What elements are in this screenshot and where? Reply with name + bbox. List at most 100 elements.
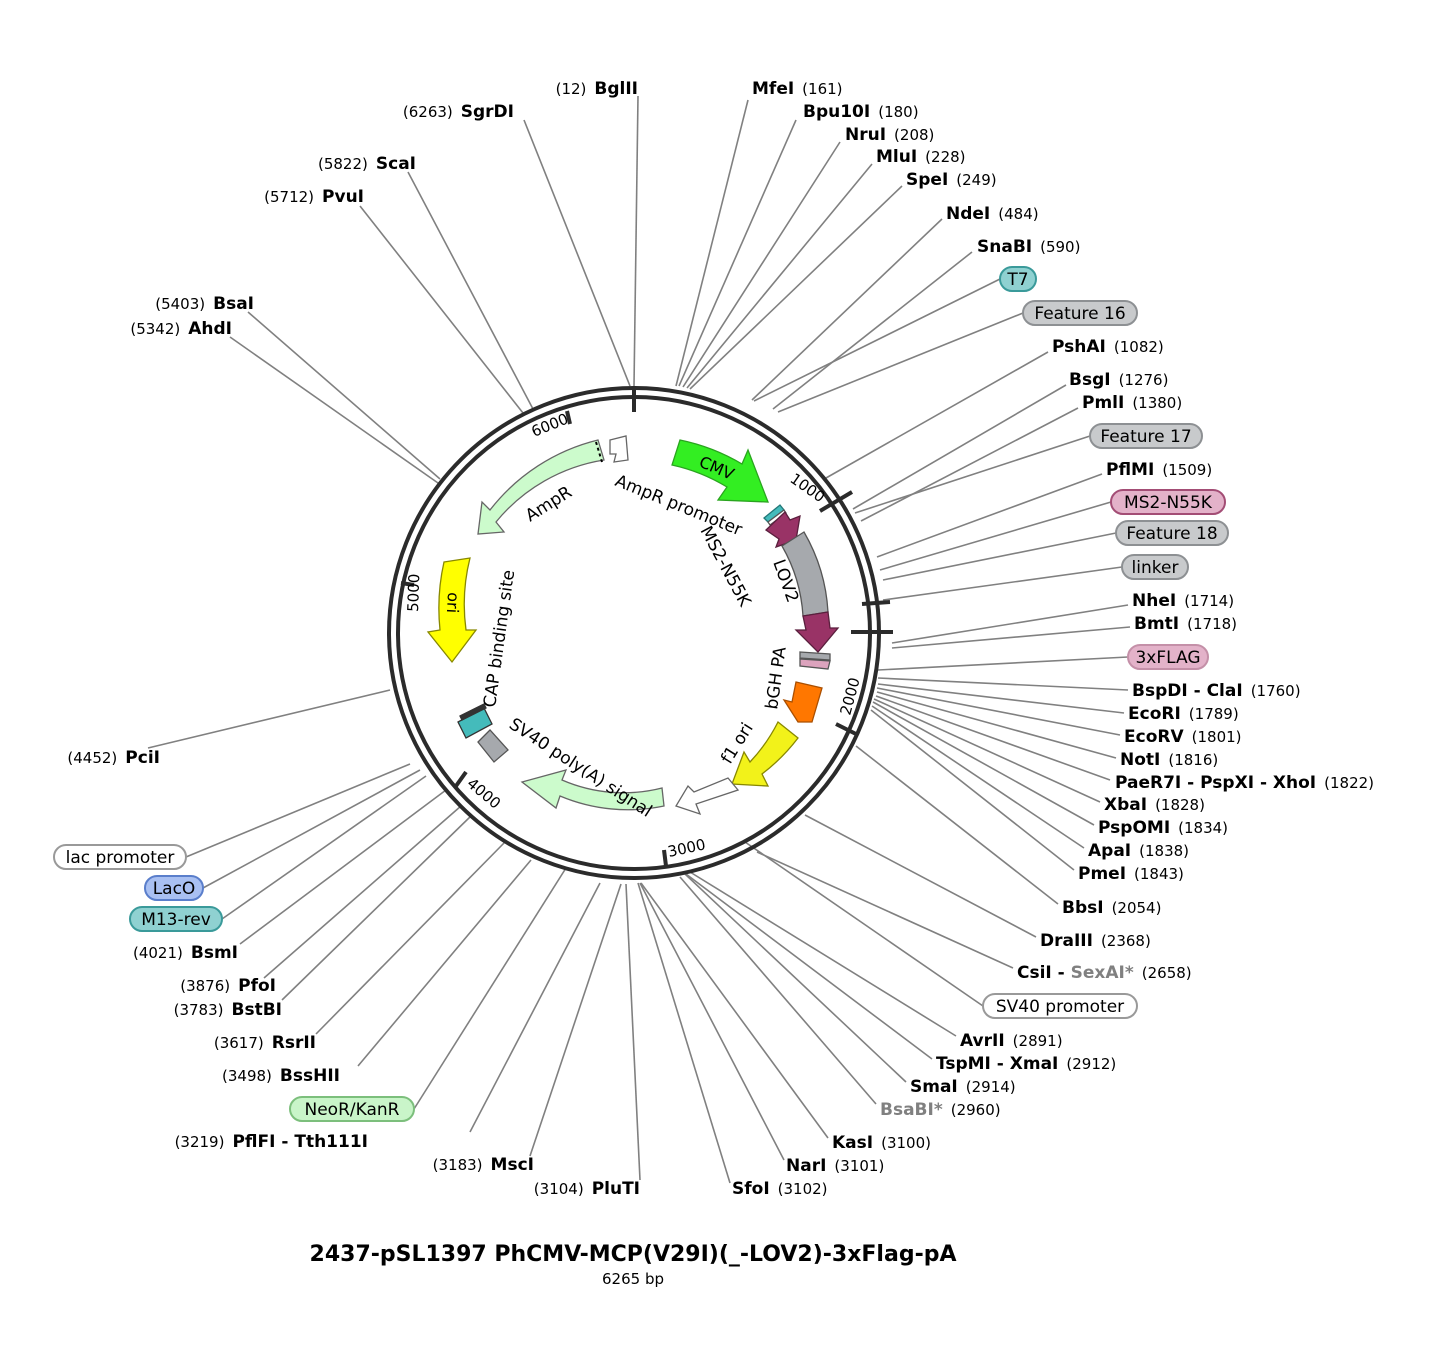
- site-label: BbsI(2054): [1062, 898, 1161, 918]
- site-label: PshAI(1082): [1052, 337, 1164, 357]
- site-label: (3104)PluTI: [534, 1179, 640, 1199]
- site-label: MluI(228): [876, 147, 966, 167]
- feature-sv40-promoter: [675, 777, 740, 816]
- site-label: AvrII(2891): [960, 1031, 1063, 1051]
- site-label: (3498)BssHII: [222, 1066, 340, 1086]
- site-leader: [640, 882, 829, 1139]
- site-label: PmeI(1843): [1078, 864, 1184, 884]
- site-label: MfeI(161): [752, 79, 843, 99]
- site-label: KasI(3100): [832, 1133, 931, 1153]
- feature-box-label: T7: [1006, 270, 1028, 290]
- site-label: XbaI(1828): [1104, 795, 1205, 815]
- site-label: SnaBI(590): [977, 237, 1080, 257]
- feature-box-label: linker: [1132, 558, 1179, 578]
- site-leader: [772, 251, 973, 410]
- site-leader: [281, 814, 473, 1001]
- site-label: DraIII(2368): [1040, 931, 1151, 951]
- site-label: BspDI - ClaI(1760): [1132, 681, 1301, 701]
- feature-f1-ori: [731, 720, 799, 787]
- tick-marks: [400, 388, 893, 867]
- site-label: SpeI(249): [906, 170, 997, 190]
- site-label: (5712)PvuI: [264, 187, 364, 207]
- site-label: (3219)PflFI - Tth111I: [175, 1132, 368, 1152]
- site-leader: [529, 883, 622, 1157]
- site-leader: [639, 882, 785, 1161]
- site-labels: MfeI(161) Bpu10I(180) NruI(208)MluI(228) Sp…: [53, 79, 1374, 1199]
- feature-box: [999, 266, 1037, 292]
- site-label: NruI(208): [845, 125, 934, 145]
- feature-box-label: MS2-N55K: [1124, 493, 1213, 513]
- site-leader: [852, 384, 1067, 510]
- site-label: PspOMI(1834): [1098, 818, 1228, 838]
- site-label: (5342)AhdI: [130, 319, 232, 339]
- site-label: NheI(1714): [1132, 591, 1234, 611]
- site-leader: [679, 876, 877, 1105]
- plasmid-title: 2437-pSL1397 PhCMV-MCP(V29I)(_-LOV2)-3xF…: [309, 1242, 957, 1267]
- site-leader: [825, 351, 1049, 479]
- site-leader: [872, 701, 1095, 826]
- site-label: Bpu10I(180): [803, 102, 919, 122]
- site-leader: [239, 789, 447, 945]
- feature-box: [144, 875, 204, 901]
- site-leader: [678, 119, 797, 387]
- leader-lines: [147, 95, 1131, 1184]
- site-leader: [523, 119, 631, 387]
- site-leader: [689, 871, 957, 1037]
- feature-box-label: SV40 promoter: [996, 997, 1124, 1017]
- tick-label-5000: 5000: [404, 573, 423, 612]
- feature-linker-box: [799, 651, 831, 661]
- site-leader: [469, 882, 601, 1133]
- feature-leader: [854, 435, 1091, 514]
- label-cap: CAP binding site: [480, 569, 519, 709]
- site-label: PflMI(1509): [1106, 460, 1212, 480]
- site-label: (3876)PfoI: [180, 976, 276, 996]
- feature-ori: [426, 557, 478, 664]
- feature-leader: [413, 867, 567, 1110]
- feature-neor: [520, 769, 665, 811]
- feature-label-ori: ori: [443, 592, 463, 614]
- site-label: (12)BglII: [556, 79, 638, 99]
- site-leader: [891, 604, 1129, 644]
- site-label: (3183)MscI: [433, 1155, 534, 1175]
- label-sv40-polya: SV40 poly(A) signal: [505, 714, 655, 821]
- feature-box: [1115, 520, 1229, 546]
- site-leader: [860, 407, 1079, 522]
- site-label: BsaBI*(2960): [880, 1100, 1001, 1120]
- site-leader: [870, 709, 1075, 871]
- site-leader: [876, 687, 1121, 736]
- site-label: (3783)BstBI: [174, 1000, 282, 1020]
- feature-cmv: [671, 439, 769, 503]
- feature-leader: [185, 763, 411, 858]
- tick-label-4000: 4000: [463, 774, 504, 812]
- site-label: NarI(3101): [786, 1156, 884, 1176]
- site-label: (4452)PciI: [67, 748, 160, 768]
- site-leader: [686, 163, 873, 389]
- plasmid-length: 6265 bp: [602, 1270, 664, 1288]
- feature-box-label: LacO: [153, 879, 196, 899]
- site-label: CsiI - SexAI*(2658): [1017, 963, 1192, 983]
- site-label: (5822)ScaI: [318, 154, 416, 174]
- feature-leader: [202, 769, 421, 889]
- feature-ms2-second: [794, 611, 840, 653]
- feature-3xflag-box: [799, 658, 831, 670]
- feature-leader: [879, 501, 1112, 571]
- site-leader: [247, 311, 441, 480]
- site-label: SmaI(2914): [910, 1077, 1016, 1097]
- site-label: (3617)RsrII: [214, 1033, 316, 1053]
- site-leader: [357, 859, 532, 1067]
- feature-ms2-n55k: [764, 510, 801, 549]
- tick-label-3000: 3000: [666, 835, 707, 861]
- site-label: PaeR7I - PspXI - XhoI(1822): [1115, 773, 1374, 793]
- site-leader: [315, 841, 506, 1035]
- feature-box-label: lac promoter: [66, 848, 175, 868]
- feature-box-label: Feature 16: [1034, 304, 1125, 324]
- feature-box: [1089, 423, 1203, 449]
- site-leader: [625, 883, 641, 1181]
- site-label: NdeI(484): [946, 204, 1039, 224]
- site-leader: [877, 683, 1125, 714]
- feature-laco-stripes: [459, 703, 487, 721]
- site-leader: [871, 705, 1085, 849]
- feature-leader: [882, 532, 1117, 581]
- feature-box: [129, 906, 223, 932]
